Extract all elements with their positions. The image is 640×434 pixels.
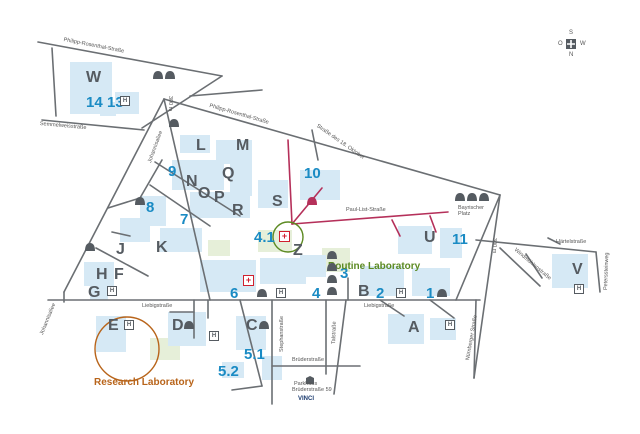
building-R[interactable]: R — [232, 202, 244, 219]
street-brueder: Brüderstraße — [292, 357, 325, 363]
building-7[interactable]: 7 — [180, 211, 189, 228]
compass-north: N — [569, 52, 574, 58]
building-3[interactable]: 3 — [340, 265, 349, 282]
building-V[interactable]: V — [572, 261, 583, 278]
parking-icon — [455, 193, 465, 201]
building-D[interactable]: D — [172, 317, 184, 334]
parking-icon — [169, 119, 179, 127]
research-lab-label[interactable]: Research Laboratory — [94, 377, 195, 388]
building-5-1[interactable]: 5.1 — [244, 346, 265, 363]
parking-icon — [257, 289, 267, 297]
street-network — [37, 41, 601, 405]
parking-icon — [479, 193, 489, 201]
building-C[interactable]: C — [246, 317, 258, 334]
hospital-icon: H — [107, 286, 117, 296]
research-lab-circle — [94, 316, 160, 382]
garage-icon — [306, 376, 314, 384]
compass-icon — [566, 39, 576, 49]
building-8[interactable]: 8 — [146, 199, 155, 216]
building-W[interactable]: W — [86, 69, 102, 86]
parking-icon — [327, 263, 337, 271]
building-9[interactable]: 9 — [168, 163, 177, 180]
building-Q[interactable]: Q — [222, 165, 235, 182]
building-2[interactable]: 2 — [376, 285, 385, 302]
distance-right: 300 m — [491, 238, 497, 254]
building-14[interactable]: 14 — [86, 94, 103, 111]
parking-icon — [327, 287, 337, 295]
red-access-roads — [287, 139, 449, 237]
compass-east: O — [558, 41, 563, 47]
building-10[interactable]: 10 — [304, 165, 321, 182]
hospital-icon: H — [124, 320, 134, 330]
compass-south: S — [569, 30, 574, 36]
building-5-2[interactable]: 5.2 — [218, 363, 239, 380]
parking-icon — [327, 251, 337, 259]
parking-icon — [259, 321, 269, 329]
garage-brand: VINCI — [298, 396, 315, 402]
hospital-icon: H — [120, 96, 130, 106]
street-haertel: Härtelstraße — [556, 239, 587, 245]
street-liebig-right: Liebigstraße — [364, 303, 395, 309]
parking-icon — [153, 71, 163, 79]
building-M[interactable]: M — [236, 137, 250, 154]
building-B[interactable]: B — [358, 283, 370, 300]
building-N[interactable]: N — [186, 173, 198, 190]
building-1[interactable]: 1 — [426, 285, 435, 302]
building-P[interactable]: P — [214, 189, 225, 206]
emergency-icon: + — [243, 275, 254, 286]
building-H[interactable]: H — [96, 266, 108, 283]
parking-icon — [85, 243, 95, 251]
building-6[interactable]: 6 — [230, 285, 239, 302]
distance-top: 300 m — [167, 96, 173, 112]
building-4-1[interactable]: 4.1 — [254, 229, 275, 246]
building-U[interactable]: U — [424, 229, 436, 246]
street-tal: Talstraße — [331, 321, 338, 345]
street-liebig-left: Liebigstraße — [142, 303, 173, 309]
routine-lab-circle — [272, 221, 304, 253]
building-J[interactable]: J — [116, 241, 125, 258]
parking-icon — [467, 193, 477, 201]
street-paul-list: Paul-List-Straße — [346, 207, 386, 213]
routine-lab-label[interactable]: Routine Laboratory — [328, 261, 421, 272]
building-4[interactable]: 4 — [312, 285, 321, 302]
building-F[interactable]: F — [114, 266, 124, 283]
hospital-icon: H — [276, 288, 286, 298]
garage-address: Brüderstraße 59 — [292, 387, 332, 393]
hospital-icon: H — [574, 284, 584, 294]
building-E[interactable]: E — [108, 317, 119, 334]
building-13[interactable]: 13 — [107, 94, 124, 111]
building-11[interactable]: 11 — [452, 231, 468, 248]
garage-name: Parkhaus — [294, 381, 318, 387]
parking-icon — [307, 197, 317, 205]
hospital-icon: H — [445, 320, 455, 330]
parking-icon — [135, 197, 145, 205]
parking-icon — [165, 71, 175, 79]
parking-icon — [327, 275, 337, 283]
street-bayrischer-platz: Bayrischer Platz — [458, 205, 484, 217]
compass-west: W — [580, 41, 586, 47]
hospital-icon: H — [396, 288, 406, 298]
building-Z[interactable]: Z — [293, 242, 303, 259]
parking-icon — [184, 321, 194, 329]
building-K[interactable]: K — [156, 239, 168, 256]
emergency-icon: + — [279, 231, 290, 242]
building-A[interactable]: A — [408, 319, 420, 336]
building-S[interactable]: S — [272, 193, 283, 210]
building-G[interactable]: G — [88, 284, 101, 301]
hospital-icon: H — [209, 331, 219, 341]
parking-icon — [437, 289, 447, 297]
street-stephan: Stephanstraße — [279, 315, 285, 352]
building-O[interactable]: O — [198, 185, 211, 202]
building-L[interactable]: L — [196, 137, 206, 154]
